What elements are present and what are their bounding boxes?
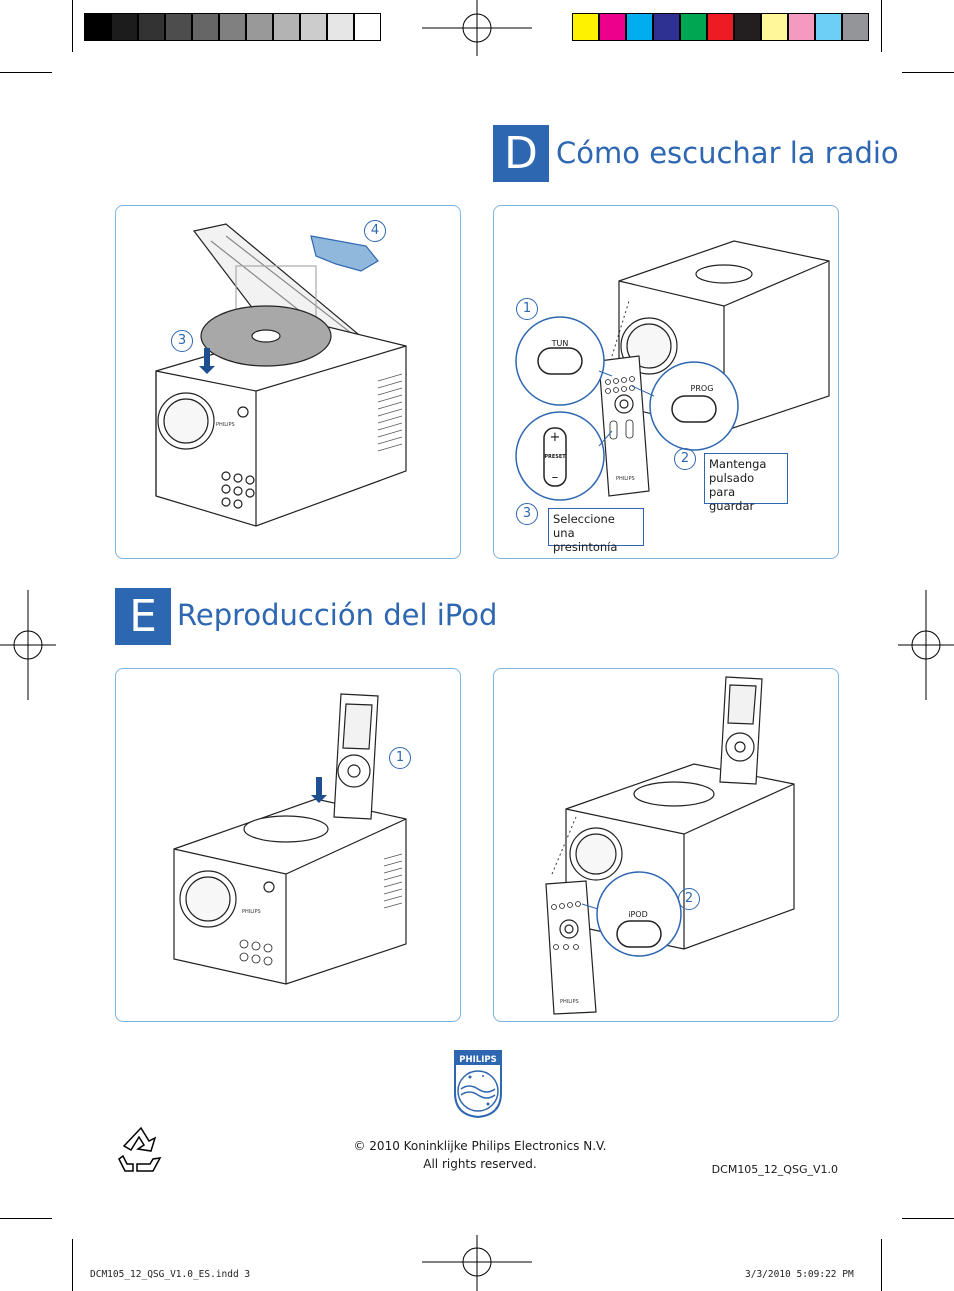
ipod-dock-illustration: PHILIPS [173,693,407,985]
process-swatch [842,13,869,41]
step-2-marker: 2 [674,448,696,470]
slug-file-name: DCM105_12_QSG_V1.0_ES.indd 3 [90,1269,251,1280]
step-1-marker: 1 [389,747,411,769]
callout-hold-to-save: Mantenga pulsado para guardar [704,453,788,513]
step-1-marker: 1 [516,298,538,320]
philips-logo-text: PHILIPS [459,1055,496,1065]
step-3-marker: 3 [171,330,193,352]
section-e-letter: E [115,588,171,645]
ipod-remote-illustration: PHILIPS [545,676,795,1015]
tun-button-label: TUN [551,339,569,348]
panel-radio: PHILIPS TUN PROG + PRESET – 1 2 3 Manten… [493,205,839,559]
copyright-line-2: All rights reserved. [423,1157,537,1171]
document-code: DCM105_12_QSG_V1.0 [711,1163,838,1176]
preset-label: PRESET [544,454,566,460]
panel-ipod-remote: PHILIPS iPOD 2 [493,668,839,1022]
section-d-letter: D [493,125,549,182]
gray-swatch [84,13,111,41]
gray-swatch [327,13,354,41]
device-brand-label: PHILIPS [242,909,261,915]
slug-datetime: 3/3/2010 5:09:22 PM [745,1269,854,1280]
copyright-line-1: © 2010 Koninklijke Philips Electronics N… [353,1139,607,1153]
section-d-title: Cómo escuchar la radio [556,136,899,170]
process-swatch [815,13,842,41]
gray-swatch [165,13,192,41]
radio-remote-illustration: PHILIPS [515,240,830,501]
process-swatch [707,13,734,41]
process-swatch [761,13,788,41]
device-brand-label: PHILIPS [216,422,235,428]
preset-plus-label: + [549,430,561,445]
philips-shield-logo: PHILIPS [454,1050,502,1119]
process-swatch [680,13,707,41]
process-swatch [788,13,815,41]
ipod-button-label: iPOD [628,910,648,919]
down-arrow-icon [311,777,327,803]
remote-brand-label: PHILIPS [560,999,579,1005]
process-swatch [572,13,599,41]
process-swatch [653,13,680,41]
process-swatch [626,13,653,41]
gray-swatch [111,13,138,41]
gray-swatch [273,13,300,41]
section-e-title: Reproducción del iPod [177,598,498,632]
panel-ipod-docking: PHILIPS 1 [115,668,461,1022]
gray-swatch [300,13,327,41]
gray-swatch [138,13,165,41]
gray-swatch [192,13,219,41]
cd-player-illustration: PHILIPS [155,223,408,527]
prog-button-label: PROG [690,384,714,393]
process-swatch [734,13,761,41]
preset-minus-label: – [551,470,559,485]
recycle-icon [118,1126,162,1172]
step-2-marker: 2 [678,888,700,910]
remote-brand-label: PHILIPS [616,476,635,482]
panel-cd-loading: PHILIPS 4 3 [115,205,461,559]
down-arrow-icon [199,348,215,374]
gray-swatch [354,13,381,41]
gray-swatch [219,13,246,41]
step-4-marker: 4 [364,220,386,242]
step-3-marker: 3 [516,503,538,525]
callout-select-preset: Seleccione una presintonía [548,508,644,554]
process-swatch [599,13,626,41]
gray-swatch [246,13,273,41]
